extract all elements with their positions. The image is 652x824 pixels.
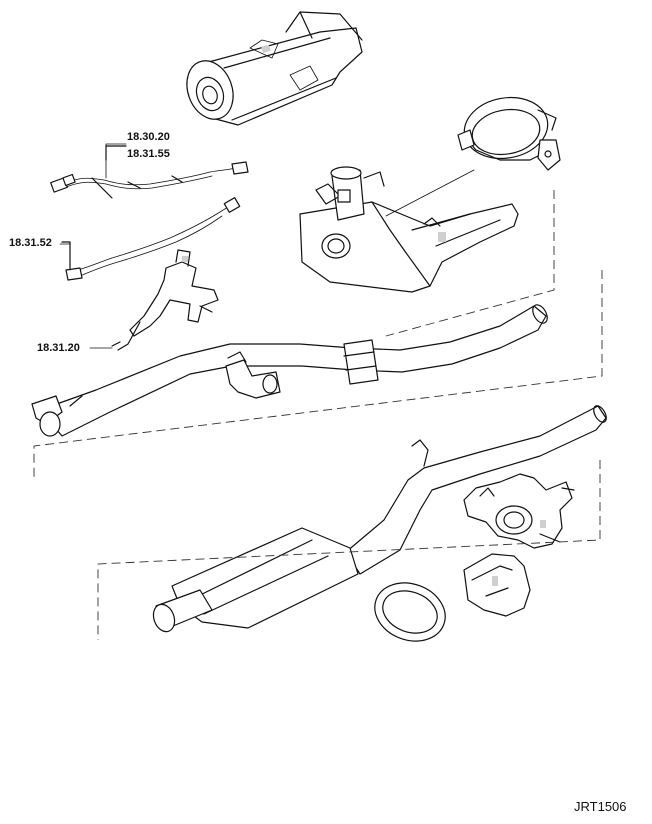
diagram-reference-code: JRT1506: [574, 799, 627, 814]
dashed-boundary-intermediate: [33, 270, 603, 480]
dashed-boundary-rear: [97, 460, 601, 640]
callout-18-31-20: 18.31.20: [37, 342, 80, 354]
flange-gasket: [374, 582, 446, 642]
clamp-leader-line: [385, 169, 475, 217]
leader-18-31-52: [59, 243, 71, 271]
dashed-boundary-catalyst: [385, 190, 555, 337]
band-clamp: [457, 96, 561, 171]
callout-18-31-55: 18.31.55: [127, 148, 170, 160]
rubber-mount-hanger: [463, 553, 531, 617]
pipe-support-bracket: [463, 473, 575, 549]
heat-shield-bracket: [111, 249, 219, 351]
callout-18-30-20: 18.30.20: [127, 131, 170, 143]
leader-18-30-20: [105, 143, 127, 179]
catalytic-converter: [299, 166, 519, 293]
oxygen-sensor-lower: [61, 197, 241, 281]
rear-silencer-pipe: [152, 405, 607, 633]
callout-18-31-52: 18.31.52: [9, 237, 52, 249]
upper-silencer-assembly: [186, 11, 363, 126]
intermediate-pipe: [31, 304, 548, 437]
